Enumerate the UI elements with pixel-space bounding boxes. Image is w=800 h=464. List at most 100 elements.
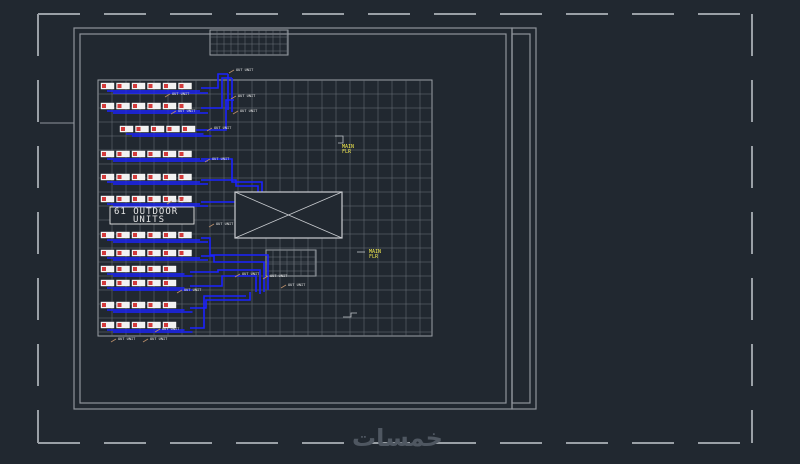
outdoor-unit	[178, 150, 192, 158]
tag-leader	[208, 223, 215, 228]
outdoor-unit	[131, 150, 146, 158]
pipe-tag-text: OUT UNIT	[212, 157, 230, 161]
outdoor-unit	[100, 249, 115, 257]
tag-leader	[280, 284, 287, 289]
tag-leader	[262, 275, 269, 280]
outdoor-unit	[116, 321, 130, 329]
pipe-riser	[201, 179, 259, 200]
pipe-tag-text: OUT UNIT	[270, 274, 288, 278]
pipe-tags: OUT UNIT OUT UNIT OUT UNIT OUT UNIT OUT UNIT…	[110, 68, 306, 343]
pipe-riser	[201, 77, 232, 109]
outdoor-unit	[131, 173, 146, 181]
outdoor-unit	[162, 150, 177, 158]
tag-leader	[230, 95, 237, 100]
pipe-riser	[201, 255, 265, 292]
outdoor-unit	[178, 173, 192, 181]
pipe-tag-text: OUT UNIT	[162, 327, 180, 331]
pipe-tag-text: OUT UNIT	[150, 337, 168, 341]
watermark: خمسات	[352, 424, 443, 452]
roof-note-2-line1: MAIN	[369, 249, 382, 255]
pipe-tag-text: OUT UNIT	[174, 199, 192, 203]
tag-leader	[142, 338, 149, 343]
outdoor-unit	[116, 82, 130, 90]
pipe-riser	[190, 295, 246, 329]
pipe-tag-text: OUT UNIT	[118, 337, 136, 341]
pipe-riser	[201, 73, 228, 89]
tag-leader	[110, 338, 117, 343]
outdoor-unit	[162, 173, 177, 181]
outdoor-unit	[131, 279, 146, 287]
pipe-tag-text: OUT UNIT	[242, 272, 260, 276]
outdoor-unit	[116, 102, 130, 110]
outdoor-unit	[162, 321, 177, 329]
outdoor-unit	[147, 195, 161, 203]
outdoor-unit	[147, 249, 161, 257]
outdoor-unit	[181, 125, 196, 133]
outdoor-unit	[147, 265, 161, 273]
outdoor-unit	[147, 301, 161, 309]
outdoor-unit	[162, 279, 177, 287]
outdoor-unit	[147, 321, 161, 329]
outdoor-unit	[100, 231, 115, 239]
outdoor-unit	[147, 231, 161, 239]
outdoor-unit	[135, 125, 149, 133]
outdoor-unit	[116, 301, 130, 309]
pipe-tag-text: OUT UNIT	[172, 92, 190, 96]
tag-leader	[154, 328, 161, 333]
outdoor-unit	[131, 231, 146, 239]
outdoor-unit	[131, 82, 146, 90]
outdoor-unit	[100, 195, 115, 203]
outdoor-unit	[178, 249, 192, 257]
pipe-riser	[196, 99, 234, 131]
outdoor-unit	[178, 82, 192, 90]
outdoor-unit	[162, 195, 177, 203]
outdoor-unit	[131, 321, 146, 329]
outdoor-unit	[131, 102, 146, 110]
outdoor-unit	[162, 231, 177, 239]
outdoor-unit	[100, 173, 115, 181]
outdoor-unit	[162, 265, 177, 273]
tag-leader	[206, 127, 213, 132]
pipe-tag-text: OUT UNIT	[288, 283, 306, 287]
outdoor-unit	[116, 249, 130, 257]
sheet-border	[37, 13, 753, 444]
outdoor-unit	[147, 279, 161, 287]
outdoor-unit	[147, 82, 161, 90]
outdoor-unit	[162, 82, 177, 90]
pipe-riser	[201, 237, 269, 290]
outdoor-unit	[166, 125, 180, 133]
tag-leader	[204, 158, 211, 163]
central-shaft	[234, 191, 343, 239]
building-outline	[73, 27, 537, 410]
tag-leader	[176, 289, 183, 294]
outdoor-unit	[100, 102, 115, 110]
roof-grid-top-extension	[209, 29, 289, 56]
outdoor-unit	[162, 102, 177, 110]
outdoor-units-label-frame	[109, 206, 195, 225]
outdoor-unit	[119, 125, 134, 133]
outdoor-unit	[178, 231, 192, 239]
roof-note-2-line2: FLR	[369, 254, 379, 260]
pipe-tag-text: OUT UNIT	[216, 222, 234, 226]
outdoor-unit	[131, 301, 146, 309]
drain-symbol	[335, 135, 365, 318]
outdoor-unit	[100, 279, 115, 287]
outdoor-unit	[116, 231, 130, 239]
outdoor-units-label-line2: UNITS	[133, 215, 166, 225]
roof-grid-shaft-annex	[265, 249, 317, 277]
tag-leader	[166, 200, 173, 205]
outdoor-unit	[147, 150, 161, 158]
outdoor-unit	[116, 173, 130, 181]
outdoor-unit	[147, 102, 161, 110]
outdoor-unit	[147, 173, 161, 181]
outdoor-unit	[100, 321, 115, 329]
outdoor-unit	[178, 195, 192, 203]
roof-note-1-line2: FLR	[342, 149, 352, 155]
pipe-tag-text: OUT UNIT	[214, 126, 232, 130]
outdoor-unit	[178, 102, 192, 110]
outdoor-unit	[131, 249, 146, 257]
tag-leader	[170, 110, 177, 115]
pipe-tag-text: OUT UNIT	[240, 109, 258, 113]
